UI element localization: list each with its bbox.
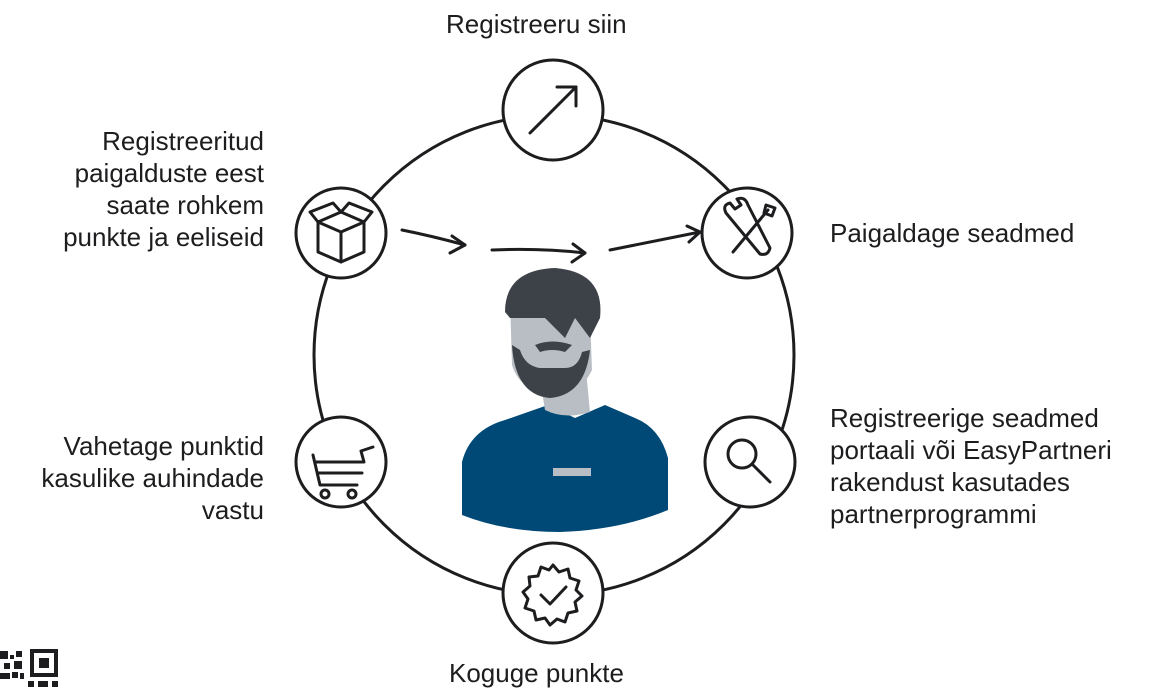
flow-arrow-3 (608, 230, 702, 252)
flow-arrow-1 (400, 228, 467, 247)
name-tag (553, 468, 591, 476)
label-line: Registreerige seadmed (830, 403, 1099, 433)
label-line: vastu (201, 495, 264, 525)
hair (505, 268, 601, 338)
badge-check-icon (521, 563, 584, 627)
step-more-points (294, 186, 388, 280)
magnifier-icon (726, 438, 772, 484)
label-install-devices: Paigaldage seadmed (830, 218, 1075, 248)
label-line: punkte ja eeliseid (63, 222, 264, 252)
step-install-devices (700, 186, 794, 280)
shopping-cart-icon (311, 445, 375, 500)
label-line: rakendust kasutades (830, 467, 1070, 497)
label-more-points: Registreeritud paigalduste eest saate ro… (63, 125, 264, 253)
arrow-up-right-icon (528, 85, 578, 135)
label-register-here: Registreeru siin (446, 9, 627, 39)
label-collect-points: Koguge punkte (449, 658, 624, 688)
label-line: Vahetage punktid (63, 431, 264, 461)
qr-code-icon (0, 649, 58, 687)
step-exchange-points (294, 415, 388, 509)
label-exchange-points: Vahetage punktid kasulike auhindade vast… (41, 430, 264, 526)
label-line: kasulike auhindade (41, 463, 264, 493)
label-register-devices: Registreerige seadmed portaali või EasyP… (830, 402, 1112, 530)
step-collect-points (501, 541, 605, 645)
step-register-here (501, 58, 605, 162)
beard (512, 345, 590, 398)
tools-icon (723, 196, 777, 256)
box-icon (308, 201, 374, 264)
label-line: Registreeritud (102, 126, 264, 156)
mustache (535, 341, 572, 352)
label-line: paigalduste eest (74, 158, 264, 188)
flow-arrows (400, 224, 702, 264)
label-line: saate rohkem (106, 190, 264, 220)
label-line: portaali või EasyPartneri (830, 435, 1112, 465)
flow-arrow-2 (490, 247, 587, 255)
installer-person-illustration (462, 268, 668, 532)
step-register-devices (703, 415, 797, 509)
label-line: partnerprogrammi (830, 499, 1037, 529)
